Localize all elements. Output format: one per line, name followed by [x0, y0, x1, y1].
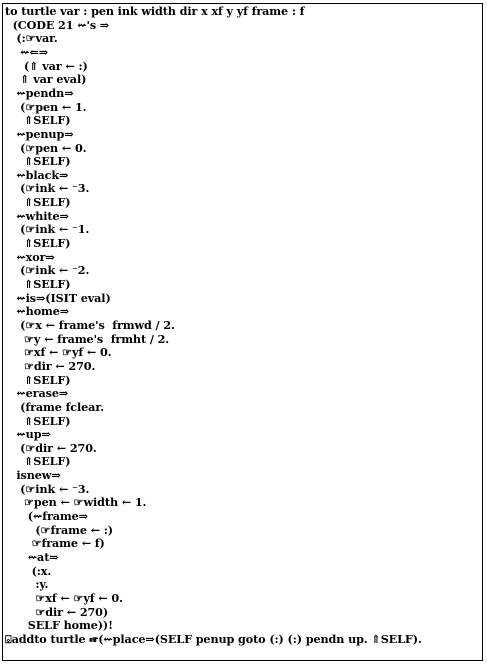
code-line: ☞dir ← 270) — [5, 604, 109, 619]
code-line: ⇜xor⇒ — [5, 249, 55, 264]
code-line: (frame fclear. — [5, 399, 104, 414]
code-line: ☞y ← frame's frmht / 2. — [5, 331, 170, 346]
code-line: (⇑ var ← :) — [5, 58, 88, 73]
code-line: ☞xf ← ☞yf ← 0. — [5, 345, 112, 360]
code-line: ⇜up⇒ — [5, 427, 51, 442]
code-line: :y. — [5, 577, 49, 592]
code-line: ⇜black⇒ — [5, 167, 69, 182]
code-line: to turtle var : pen ink width dir x xf y… — [5, 4, 305, 18]
code-line: ⇜pendn⇒ — [5, 85, 74, 100]
code-line: (☞pen ← 1. — [5, 99, 87, 114]
code-line: ⇑SELF) — [5, 154, 71, 169]
code-line: (☞pen ← 0. — [5, 140, 87, 155]
code-line: (:☞var. — [5, 31, 58, 46]
code-line: ⇜white⇒ — [5, 208, 69, 223]
code-line: (☞ink ← ⁻3. — [5, 481, 90, 496]
code-line: ☞pen ← ☞width ← 1. — [5, 495, 147, 510]
code-line: (:x. — [5, 563, 52, 578]
code-line: ⇑SELF) — [5, 113, 71, 128]
code-line: ⌺addto turtle ☞(⇜place⇒(SELF penup goto … — [5, 631, 422, 646]
code-line: ⇑SELF) — [5, 277, 71, 291]
code-line: ⇜at⇒ — [5, 550, 59, 564]
code-line: ⇑SELF) — [5, 236, 71, 251]
code-line: isnew⇒ — [5, 468, 61, 483]
listing-frame — [2, 3, 483, 661]
code-line: ⇑SELF) — [5, 413, 71, 428]
code-line: (☞x ← frame's frmwd / 2. — [5, 317, 175, 332]
code-line: ⇜erase⇒ — [5, 386, 69, 401]
code-line: (☞ink ← ⁻3. — [5, 181, 90, 196]
code-line: ⇑SELF) — [5, 454, 71, 469]
code-line: ⇜is⇒(ISIT eval) — [5, 290, 111, 305]
code-line: ⇑ var eval) — [5, 72, 87, 87]
code-line: ☞xf ← ☞yf ← 0. — [5, 590, 123, 605]
code-line: (☞dir ← 270. — [5, 440, 97, 455]
code-line: (☞frame ← :) — [5, 522, 113, 537]
code-line: (☞ink ← ⁻1. — [5, 222, 90, 237]
code-line: ☞dir ← 270. — [5, 358, 96, 373]
code-line: SELF home))! — [5, 618, 113, 633]
code-line: ⇜penup⇒ — [5, 126, 74, 141]
code-line: ⇜home⇒ — [5, 304, 70, 319]
code-line: ⇑SELF) — [5, 372, 71, 387]
code-line: ⇑SELF) — [5, 195, 71, 210]
code-line: ☞frame ← f) — [5, 536, 105, 551]
code-line: (☞ink ← ⁻2. — [5, 263, 90, 278]
code-line: ⇜⇐⇒ — [5, 44, 49, 59]
code-line: (⇜frame⇒ — [5, 509, 88, 524]
code-line: (CODE 21 ⇜'s ⇒ — [5, 17, 110, 32]
